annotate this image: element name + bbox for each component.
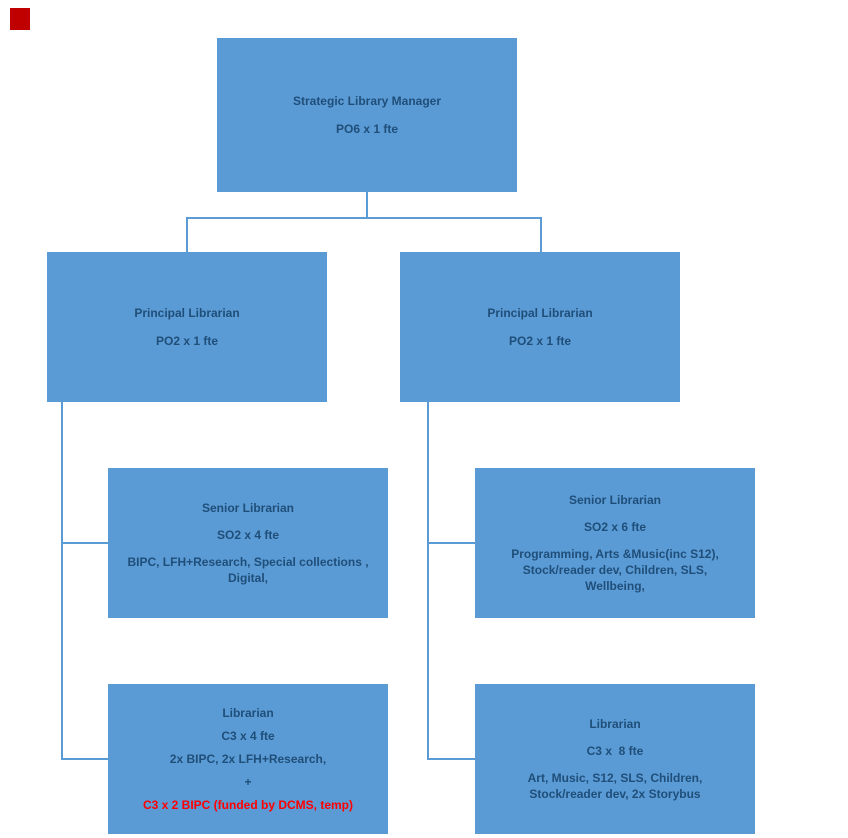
box-senior-librarian-left: Senior Librarian SO2 x 4 fte BIPC, LFH+R…	[108, 468, 388, 618]
box-title: Senior Librarian	[201, 500, 295, 515]
box-subtitle: C3 x 4 fte	[221, 728, 275, 743]
connector-right-stub-librarian	[427, 758, 475, 760]
box-detail: Art, Music, S12, SLS, Children, Stock/re…	[527, 771, 703, 802]
connector-left-stub-senior	[61, 542, 108, 544]
box-subtitle: PO2 x 1 fte	[508, 333, 572, 348]
box-detail: 2x BIPC, 2x LFH+Research,	[169, 751, 327, 766]
box-title: Strategic Library Manager	[292, 94, 442, 109]
box-detail: Programming, Arts &Music(inc S12), Stock…	[511, 546, 719, 594]
box-principal-librarian-left: Principal Librarian PO2 x 1 fte	[47, 252, 327, 402]
box-subtitle: PO6 x 1 fte	[335, 121, 399, 136]
box-subtitle: SO2 x 6 fte	[583, 519, 647, 534]
box-subtitle: C3 x 8 fte	[586, 743, 644, 758]
connector-right-spine	[427, 402, 429, 760]
connector-root-crossbar	[186, 217, 542, 219]
box-title: Librarian	[589, 716, 641, 731]
connector-right-stub-senior	[427, 542, 475, 544]
box-subtitle: SO2 x 4 fte	[216, 527, 280, 542]
box-strategic-library-manager: Strategic Library Manager PO6 x 1 fte	[217, 38, 517, 192]
connector-left-spine	[61, 402, 63, 760]
box-title: Principal Librarian	[487, 306, 593, 321]
box-detail: BIPC, LFH+Research, Special collections …	[127, 555, 369, 586]
box-subtitle: PO2 x 1 fte	[155, 333, 219, 348]
box-title: Senior Librarian	[568, 492, 662, 507]
box-principal-librarian-right: Principal Librarian PO2 x 1 fte	[400, 252, 680, 402]
box-librarian-left: Librarian C3 x 4 fte 2x BIPC, 2x LFH+Res…	[108, 684, 388, 834]
box-red-note: C3 x 2 BIPC (funded by DCMS, temp)	[142, 798, 354, 813]
red-square-marker	[10, 8, 30, 30]
connector-root-stem	[366, 192, 368, 219]
box-title: Librarian	[222, 705, 274, 720]
connector-drop-right	[540, 217, 542, 252]
connector-drop-left	[186, 217, 188, 252]
connector-left-stub-librarian	[61, 758, 108, 760]
box-senior-librarian-right: Senior Librarian SO2 x 6 fte Programming…	[475, 468, 755, 618]
box-plus: +	[244, 775, 252, 790]
box-title: Principal Librarian	[134, 306, 240, 321]
box-librarian-right: Librarian C3 x 8 fte Art, Music, S12, SL…	[475, 684, 755, 834]
